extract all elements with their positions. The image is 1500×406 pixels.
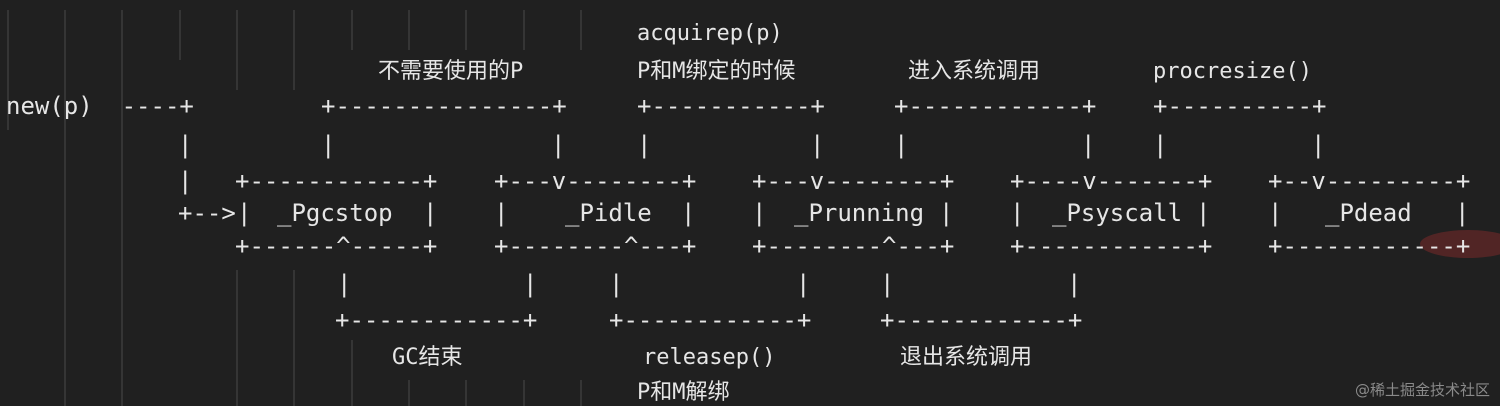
entry-arrow: +--> [178,199,236,227]
pipe-d1: | [1153,131,1167,159]
state-pidle: _Pidle [565,199,652,227]
label-exit-syscall: 退出系统调用 [900,345,1032,370]
box-pgcstop-top: +------------+ [235,167,437,195]
connector-pidle-pgcstop: +------------+ [335,306,537,334]
label-releasep: releasep() [643,345,775,370]
box-pgcstop-left: | [237,199,251,227]
pipe-e2: | [523,270,537,298]
label-enter-syscall: 进入系统调用 [908,59,1040,84]
connector-psyscall-pdead: +----------+ [1153,92,1326,120]
box-psyscall-top: +----v-------+ [1010,167,1212,195]
label-procresize: procresize() [1153,59,1312,84]
state-pgcstop: _Pgcstop [277,199,393,227]
pipe-f2: | [796,270,810,298]
pipe-b1: | [637,131,651,159]
box-psyscall-bottom: +------------+ [1010,232,1212,260]
pipe-g2: | [1067,270,1081,298]
connector-prunning-psyscall: +------------+ [894,92,1096,120]
connector-prunning-pidle: +------------+ [609,306,811,334]
watermark: @稀土掘金技术社区 [1354,381,1490,399]
entry-pipe-2: | [178,167,192,195]
label-bind: P和M绑定的时候 [637,59,796,84]
connector-pidle-prunning: +-----------+ [637,92,825,120]
pipe-b2: | [810,131,824,159]
box-prunning-bottom: +--------^---+ [752,232,954,260]
box-psyscall-left: | [1010,199,1024,227]
pipe-e1: | [337,270,351,298]
box-pdead-top: +--v---------+ [1268,167,1470,195]
state-psyscall: _Psyscall [1052,199,1182,227]
pipe-c1: | [894,131,908,159]
label-gc-end: GC结束 [392,345,463,370]
box-pgcstop-right: | [423,199,437,227]
label-unbind: P和M解绑 [637,380,730,405]
connector-pgcstop-pidle: +---------------+ [321,92,567,120]
connector-psyscall-prunning: +------------+ [880,306,1082,334]
pipe-a1: | [321,131,335,159]
box-pgcstop-bottom: +------^-----+ [235,232,437,260]
box-pdead-left: | [1268,199,1282,227]
new-p-entry: new(p) ----+ [6,92,194,120]
pipe-d2: | [1311,131,1325,159]
box-pidle-left: | [494,199,508,227]
box-prunning-right: | [939,199,953,227]
box-pdead-right: | [1455,199,1469,227]
pipe-a2: | [551,131,565,159]
state-pdead: _Pdead [1325,199,1412,227]
pipe-c2: | [1081,131,1095,159]
pipe-f1: | [609,270,623,298]
box-prunning-left: | [752,199,766,227]
box-pidle-right: | [681,199,695,227]
box-pdead-bottom: +------------+ [1268,232,1470,260]
label-not-needed: 不需要使用的P [378,59,523,84]
box-prunning-top: +---v--------+ [752,167,954,195]
pipe-g1: | [880,270,894,298]
box-pidle-top: +---v--------+ [494,167,696,195]
entry-pipe-1: | [178,131,192,159]
label-acquirep: acquirep(p) [637,21,783,46]
state-prunning: _Prunning [794,199,924,227]
box-pidle-bottom: +--------^---+ [494,232,696,260]
background-guides [7,10,582,406]
box-psyscall-right: | [1196,199,1210,227]
edge-smudge [1420,230,1500,258]
